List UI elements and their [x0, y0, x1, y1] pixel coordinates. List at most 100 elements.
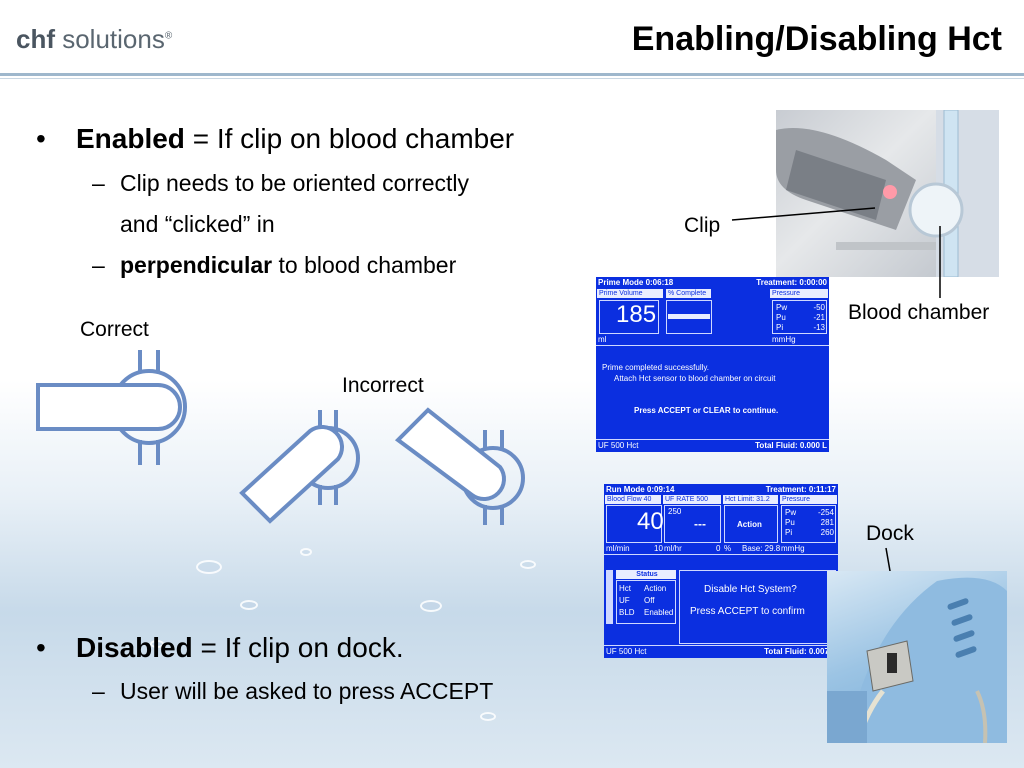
header-divider-thin	[0, 78, 1024, 79]
water-drop	[480, 712, 496, 721]
incorrect-clip-left-drawing	[239, 410, 360, 524]
label-blood-chamber: Blood chamber	[848, 301, 990, 324]
sub-bullet-perpendicular: – perpendicular to blood chamber	[92, 252, 456, 279]
screen2-tab-blood-flow: Blood Flow 40	[605, 495, 661, 504]
pressure-value-pu: 281	[820, 518, 834, 527]
screen1-tab-complete: % Complete	[666, 289, 711, 298]
pressure-name-pi: Pi	[776, 323, 784, 332]
clip-photo	[776, 110, 999, 277]
status-col-b: Action Off Enabled	[644, 583, 673, 619]
water-drop	[240, 600, 258, 610]
screen1-footer-total-fluid: Total Fluid: 0.000 L	[755, 441, 827, 450]
screen2-unit-pct: %	[724, 544, 732, 553]
screen1-message-press-accept: Press ACCEPT or CLEAR to continue.	[634, 406, 779, 415]
screen2-footer-mode: UF 500 Hct	[606, 647, 647, 656]
water-drop	[196, 560, 222, 574]
hct-action-label: Action	[737, 520, 762, 529]
bullet-disabled: • Disabled = If clip on dock.	[36, 632, 404, 664]
dash-marker: –	[92, 678, 105, 704]
screen1-tab-pressure: Pressure	[770, 289, 828, 298]
enabled-bold: Enabled	[76, 123, 185, 154]
screen1-footer-mode: UF 500 Hct	[598, 441, 639, 450]
screen1-unit-mmhg: mmHg	[772, 335, 796, 344]
screen2-divider	[604, 554, 838, 555]
logo-text-solutions: solutions	[55, 24, 165, 54]
disable-hct-dialog	[679, 570, 836, 644]
screen2-base: Base: 29.8	[742, 544, 781, 553]
screen2-unit-mmhg: mmHg	[781, 544, 805, 553]
prime-volume-value: 185	[616, 301, 657, 328]
complete-progress-bar	[668, 314, 710, 319]
prime-volume-box	[599, 300, 659, 334]
sub-bullet-orientation: – Clip needs to be oriented correctly	[92, 170, 469, 197]
screen1-unit-ml: ml	[598, 335, 607, 344]
orientation-line1: Clip needs to be oriented correctly	[120, 170, 470, 196]
screen2-pressure-names: Pw Pu Pi	[785, 508, 796, 538]
screen1-mode: Prime Mode 0:06:18	[598, 278, 674, 287]
water-drop	[420, 600, 442, 612]
run-mode-screen: Run Mode 0:09:14 Treatment: 0:11:17 Bloo…	[604, 484, 838, 658]
pressure-name-pi: Pi	[785, 528, 793, 537]
status-value-hct: Action	[644, 584, 667, 593]
pressure-value-pw: -50	[813, 303, 825, 312]
orientation-line2: and “clicked” in	[120, 211, 275, 237]
status-row-uf: UF	[619, 596, 630, 605]
hct-action-box	[724, 505, 778, 543]
bullet-marker: •	[36, 632, 46, 663]
water-drop	[300, 548, 312, 556]
screen1-divider	[596, 345, 829, 346]
sub-bullet-accept: – User will be asked to press ACCEPT	[92, 678, 493, 705]
screen2-unit-10: 10	[654, 544, 663, 553]
slide-title: Enabling/Disabling Hct	[631, 20, 1002, 58]
screen2-mode: Run Mode 0:09:14	[606, 485, 675, 494]
status-value-uf: Off	[644, 596, 655, 605]
pressure-value-pi: 260	[820, 528, 834, 537]
screen2-pressure-values: -254 281 260	[818, 508, 834, 538]
blood-flow-value: 40	[637, 508, 664, 535]
status-col-a: Hct UF BLD	[619, 583, 635, 619]
perpendicular-bold: perpendicular	[120, 252, 273, 278]
label-clip: Clip	[684, 214, 721, 237]
label-incorrect: Incorrect	[342, 374, 424, 397]
screen2-unit-mlhr: ml/hr	[664, 544, 682, 553]
accept-text: User will be asked to press ACCEPT	[120, 678, 494, 704]
pressure-value-pu: -21	[813, 313, 825, 322]
uf-rate-box	[664, 505, 721, 543]
screen2-pressure-box	[781, 505, 836, 543]
screen1-message-attach-sensor: Attach Hct sensor to blood chamber on ci…	[614, 374, 776, 383]
screen2-tab-uf-rate: UF RATE 500	[663, 495, 721, 504]
uf-rate-dashes: ---	[694, 517, 706, 531]
pressure-name-pu: Pu	[776, 313, 786, 322]
status-scrollbar[interactable]	[606, 570, 613, 624]
dash-marker: –	[92, 170, 105, 196]
bullet-marker: •	[36, 123, 46, 154]
status-row-bld: BLD	[619, 608, 635, 617]
bullet-enabled: • Enabled = If clip on blood chamber	[36, 123, 514, 155]
status-row-hct: Hct	[619, 584, 631, 593]
uf-rate-value: 250	[668, 507, 682, 516]
pressure-value-pw: -254	[817, 508, 834, 517]
screen2-unit-0: 0	[716, 544, 721, 553]
screen1-treatment: Treatment: 0:00:00	[756, 278, 827, 287]
pressure-name-pw: Pw	[776, 303, 788, 312]
dialog-disable-hct-question: Disable Hct System?	[704, 584, 797, 595]
dialog-press-accept: Press ACCEPT to confirm	[690, 606, 805, 617]
screen1-pressure-values: -50 -21 -13	[813, 303, 825, 333]
water-drop	[520, 560, 536, 569]
screen2-footer-divider	[604, 645, 838, 646]
status-title: Status	[616, 570, 676, 579]
screen2-tab-pressure: Pressure	[780, 495, 837, 504]
incorrect-clip-right-drawing	[394, 407, 525, 525]
perpendicular-text: to blood chamber	[272, 252, 457, 278]
screen1-tab-prime-volume: Prime Volume	[597, 289, 663, 298]
disabled-bold: Disabled	[76, 632, 193, 663]
label-dock: Dock	[866, 522, 914, 545]
blood-flow-box	[606, 505, 662, 543]
water-drop	[150, 640, 164, 648]
disabled-text: = If clip on dock.	[192, 632, 404, 663]
label-correct: Correct	[80, 318, 149, 341]
dock-photo	[827, 571, 1007, 743]
screen2-tab-hct: Hct Limit: 31.2	[723, 495, 778, 504]
clip-orientation-diagram	[36, 350, 525, 525]
enabled-text: = If clip on blood chamber	[184, 123, 515, 154]
